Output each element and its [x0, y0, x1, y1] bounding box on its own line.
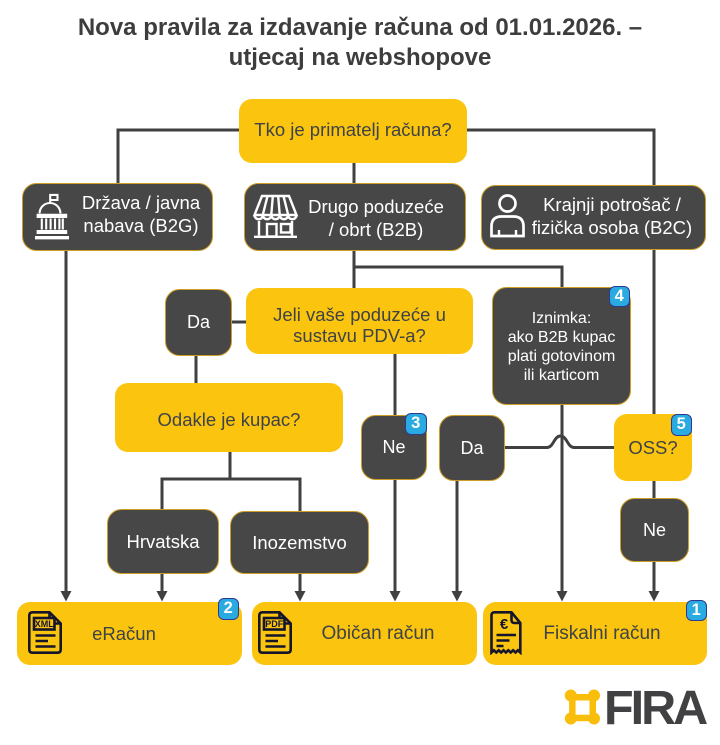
svg-text:PDF: PDF	[265, 619, 284, 629]
svg-text:€: €	[500, 616, 509, 633]
svg-text:FIRA: FIRA	[604, 684, 707, 734]
svg-text:XML: XML	[35, 619, 55, 629]
